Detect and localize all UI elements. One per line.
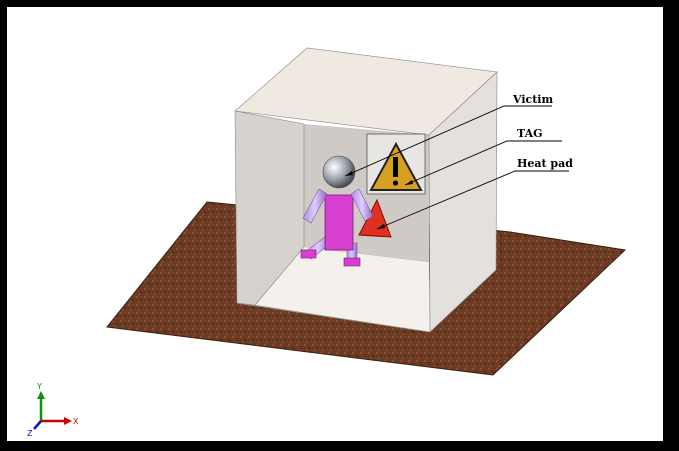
z-axis-line — [34, 421, 41, 429]
axis-triad: Y X Z — [27, 382, 79, 438]
cad-viewport[interactable]: Victim TAG Heat pad Y X Z — [7, 7, 663, 441]
callout-heatpad: Heat pad — [517, 157, 573, 170]
y-axis-arrow-icon — [37, 391, 45, 399]
scene-svg: Victim TAG Heat pad Y X Z — [7, 7, 663, 441]
z-axis-label: Z — [27, 429, 33, 438]
tag-warning-sign — [367, 134, 425, 194]
y-axis-label: Y — [36, 382, 42, 391]
callout-victim: Victim — [512, 93, 553, 106]
x-axis-arrow-icon — [64, 417, 72, 425]
callout-tag: TAG — [517, 127, 543, 140]
x-axis-label: X — [73, 417, 79, 426]
